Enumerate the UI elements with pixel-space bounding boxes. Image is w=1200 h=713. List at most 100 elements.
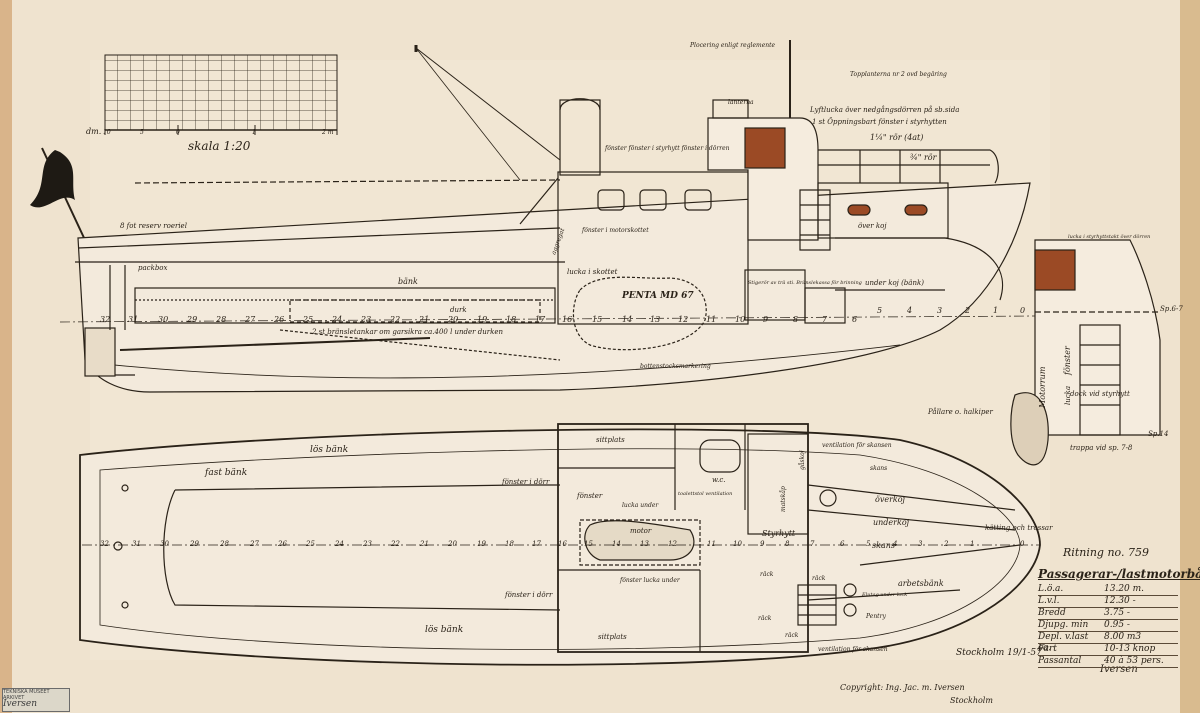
label-pallare: Pållare o. halkiper [927,407,993,416]
frame-number: 25 [302,315,313,324]
label-durk: durk [450,306,467,314]
spec-value: 13.20 m. [1104,584,1145,594]
label-ventilation-top: ventilation för skansen [822,442,892,449]
spec-row: L.v.l.12.30 - [1038,596,1178,608]
frame-number: 9 [763,315,768,324]
label-lucka: lucka i skottet [567,268,618,276]
frame-number: 24 [334,540,344,548]
frame-number: 32 [100,315,110,324]
frame-number: 22 [389,315,400,324]
frame-number: 23 [360,315,371,324]
frame-number: 31 [128,315,138,324]
spec-key: Passantal [1038,656,1082,666]
frame-number: 30 [158,315,168,324]
frame-number: 9 [760,540,765,548]
frame-number: 11 [707,540,716,548]
scale-tick: 10 [103,129,111,136]
plan-frame-numbers: 32 31 30 29 28 27 26 25 24 23 22 21 20 1… [100,540,1025,548]
label-bank: bänk [398,277,418,286]
frame-number: 5 [866,540,871,548]
frame-number: 2 [964,306,970,315]
frame-number: 12 [678,315,688,324]
scale-tick: 1 [252,129,256,136]
profile-frame-numbers: 32 31 30 29 28 27 26 25 24 23 22 21 20 1… [100,306,1025,324]
label-motor: motor [630,527,652,535]
label-arbetsbank: arbetsbänk [898,579,944,588]
label-los-bank-top: lös bänk [310,445,348,455]
label-stigeror: Stigerör av trä sti. Bränslekassa för br… [748,280,862,286]
right-edge-tint [1180,0,1200,713]
label-fast-bank: fast bänk [204,468,247,478]
frame-number: 21 [418,315,429,324]
frame-number: 23 [362,540,372,548]
label-rack: räck [760,571,774,578]
frame-number: 28 [215,315,226,324]
frame-number: 16 [562,315,572,324]
label-toalettstol: toalettstol ventilation [678,491,732,497]
place-date: Stockholm 19/1-57 [956,648,1042,658]
label-underkoj: underkoj [873,518,910,527]
frame-number: 2 [943,540,949,548]
label-sittplats-top: sittplats [596,436,625,444]
stamp-mark: Iversen [3,699,38,709]
label-flaggstang: 8 fot reserv roeriel [120,222,187,230]
frame-number: 27 [249,540,259,548]
frame-number: 8 [785,540,790,548]
label-rack: räck [812,575,826,582]
frame-number: 20 [447,540,457,548]
frame-number: 19 [477,315,487,324]
profile-annotations: Plocering enligt reglemente Topplanterna… [120,42,1183,370]
frame-number: 16 [558,540,567,548]
spec-value: 8.00 m3 [1104,632,1142,642]
label-penta: PENTA MD 67 [621,291,694,301]
frame-number: 26 [273,315,284,324]
scale-unit-right: 2 m [321,129,334,136]
label-packbox: packbox [138,264,168,272]
frame-number: 10 [735,315,745,324]
frame-number: 7 [822,315,828,324]
frame-number: 18 [506,315,516,324]
label-lanterna: lanterna [728,99,754,106]
frame-number: 0 [1020,306,1025,315]
frame-number: 3 [937,306,942,315]
label-lucka-under: lucka under [622,502,659,509]
frame-number: 26 [277,540,287,548]
frame-number: 12 [668,540,677,548]
spec-value: 40 à 53 pers. [1104,656,1164,666]
frame-number: 30 [160,540,169,548]
scale-bar: dm. 10 5 0 1 2 m skala 1:20 [86,54,338,153]
label-gaskoj: gåskoj [799,450,806,470]
frame-number: 20 [447,315,458,324]
label-katting: kätting och trossar [985,524,1053,532]
label-oppningsbart: 1 st Öppningsbart fönster i styrhytten [812,117,947,126]
frame-number: 1 [970,540,974,548]
label-lucka-styrhytt: lucka i styrhyttstakt över dörren [1068,234,1150,240]
frame-number: 32 [100,540,109,548]
spec-key: Djupg. min [1038,620,1089,630]
label-wc: w.c. [712,476,726,484]
copyright: Copyright: Ing. Jac. m. Iversen [840,683,965,692]
frame-number: 1 [993,306,998,315]
label-plocering: Plocering enligt reglemente [689,42,776,49]
label-eluttag: Elutag under lock [861,592,907,598]
signature: Iversen [1099,664,1138,675]
label-ror-1: 1¼" rör (4at) [870,133,923,142]
archive-stamp: TEKNISKA MUSEET ARKIVET Iversen [2,688,70,712]
frame-number: 14 [612,540,621,548]
label-overkoj: över koj [858,222,887,230]
label-bransletankar: 2 st bränsletankar om garsikra ca.400 l … [311,328,503,336]
spec-key: L.ö.a. [1038,584,1064,594]
plan-annotations: lös bänk fast bänk fönster i dörr fönste… [204,407,1053,653]
copyright-city: Stockholm [950,696,993,705]
spec-value: 10-13 knop [1104,644,1156,654]
label-fonster-dorr-2: fönster i dörr [504,591,553,599]
frame-number: 17 [532,540,541,548]
label-overkoj: överkoj [875,495,906,504]
label-fonster-motor: fönster i motorskottet [581,227,649,234]
frame-number: 4 [906,306,912,315]
frame-number: 27 [244,315,256,324]
frame-number: 31 [132,540,141,548]
